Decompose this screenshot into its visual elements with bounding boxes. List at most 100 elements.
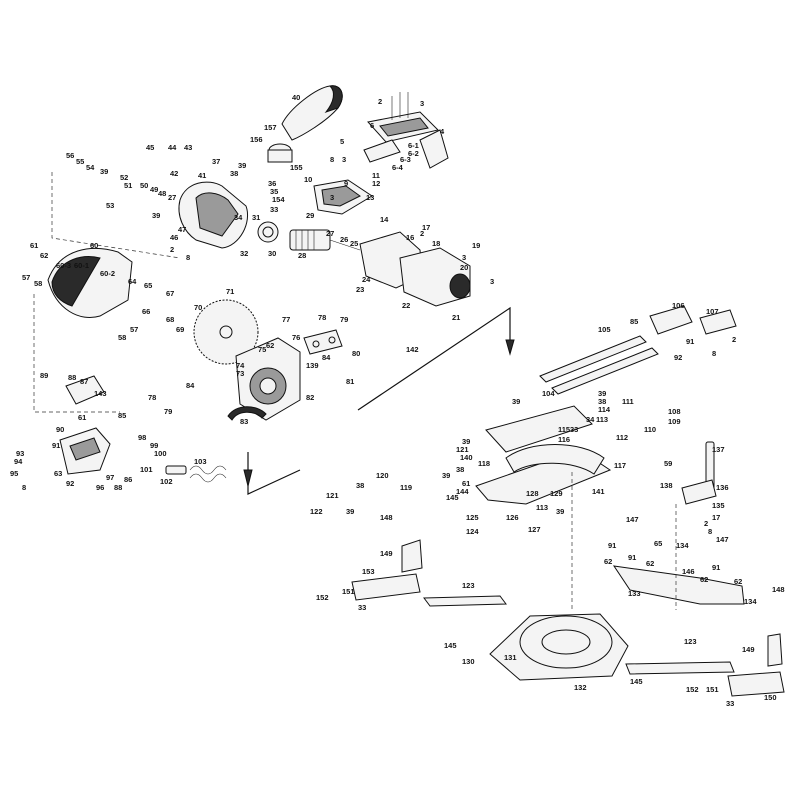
callout-c133: 133 bbox=[628, 589, 641, 598]
callout-c79b: 79 bbox=[164, 407, 172, 416]
flow-arrow-down-left bbox=[243, 452, 301, 495]
callout-c126: 126 bbox=[506, 513, 519, 522]
callout-c50: 50 bbox=[140, 181, 148, 190]
callout-c145b: 145 bbox=[444, 641, 457, 650]
saw-blade bbox=[193, 299, 259, 365]
callout-c60_3: 60-3 bbox=[56, 261, 71, 270]
callout-c61a: 61 bbox=[30, 241, 38, 250]
callout-c134a: 134 bbox=[676, 541, 689, 550]
callout-c39h: 39 bbox=[556, 507, 564, 516]
callout-c45: 45 bbox=[146, 143, 154, 152]
callout-c67: 67 bbox=[166, 289, 174, 298]
base-extension-left bbox=[351, 573, 507, 607]
callout-c87: 87 bbox=[80, 377, 88, 386]
callout-c147b: 147 bbox=[716, 535, 729, 544]
clamp-post bbox=[681, 441, 717, 505]
callout-c58b: 58 bbox=[118, 333, 126, 342]
callout-c24: 24 bbox=[362, 275, 371, 284]
slide-rails bbox=[539, 335, 659, 395]
callout-c88: 88 bbox=[68, 373, 76, 382]
callout-c62a: 62 bbox=[40, 251, 48, 260]
bevel-arm bbox=[485, 405, 593, 453]
callout-c3a: 3 bbox=[420, 99, 424, 108]
callout-c86: 86 bbox=[124, 475, 132, 484]
callout-c64: 64 bbox=[128, 277, 137, 286]
callout-c92: 92 bbox=[66, 479, 74, 488]
callout-c106: 106 bbox=[672, 301, 685, 310]
rail-bracket-front bbox=[649, 305, 737, 335]
callout-c65: 65 bbox=[144, 281, 152, 290]
callout-c49: 49 bbox=[150, 185, 158, 194]
callout-c69: 69 bbox=[176, 325, 184, 334]
callout-c76: 76 bbox=[292, 333, 300, 342]
callout-c105: 105 bbox=[598, 325, 611, 334]
callout-c27a: 27 bbox=[168, 193, 176, 202]
callout-c78: 78 bbox=[318, 313, 326, 322]
callout-c94: 94 bbox=[14, 457, 23, 466]
callout-c8c: 8 bbox=[22, 483, 26, 492]
callout-c11: 11 bbox=[372, 171, 380, 180]
callout-c39e: 39 bbox=[598, 389, 606, 398]
callout-c5: 5 bbox=[340, 137, 344, 146]
callout-c6: 6 bbox=[370, 121, 374, 130]
callout-c125: 125 bbox=[466, 513, 479, 522]
torsion-spring bbox=[189, 465, 227, 483]
guide-line-1 bbox=[51, 172, 181, 259]
callout-c41: 41 bbox=[198, 171, 206, 180]
callout-c150: 150 bbox=[764, 693, 777, 702]
callout-c46: 46 bbox=[170, 233, 178, 242]
callout-c73: 73 bbox=[236, 369, 244, 378]
base-extension-right bbox=[625, 661, 785, 697]
callout-c2d: 2 bbox=[732, 335, 736, 344]
callout-c12: 12 bbox=[372, 179, 380, 188]
callout-c3b: 3 bbox=[342, 155, 346, 164]
callout-c57a: 57 bbox=[22, 273, 30, 282]
rear-fence bbox=[612, 565, 745, 605]
callout-c117: 117 bbox=[614, 461, 626, 470]
callout-c62f: 62 bbox=[734, 577, 742, 586]
callout-c112: 112 bbox=[616, 433, 628, 442]
callout-c127: 127 bbox=[528, 525, 541, 534]
work-stop-right bbox=[767, 633, 783, 667]
callout-c40: 40 bbox=[292, 93, 300, 102]
callout-c19: 19 bbox=[472, 241, 480, 250]
callout-c44: 44 bbox=[168, 143, 177, 152]
callout-c96: 96 bbox=[96, 483, 104, 492]
callout-c78b: 78 bbox=[148, 393, 156, 402]
lock-bracket bbox=[65, 375, 105, 405]
callout-c104: 104 bbox=[542, 389, 555, 398]
callout-c83: 83 bbox=[240, 417, 248, 426]
callout-c109: 109 bbox=[668, 417, 681, 426]
callout-c102: 102 bbox=[160, 477, 173, 486]
callout-c6_1: 6-1 bbox=[408, 141, 419, 150]
callout-c3c: 3 bbox=[330, 193, 334, 202]
callout-c152a: 152 bbox=[316, 593, 329, 602]
callout-c39c: 39 bbox=[152, 211, 160, 220]
callout-c6_3: 6-3 bbox=[400, 155, 411, 164]
handle-bracket bbox=[313, 179, 373, 215]
callout-c153: 153 bbox=[362, 567, 375, 576]
callout-c48: 48 bbox=[158, 189, 166, 198]
callout-c6_2: 6-2 bbox=[408, 149, 419, 158]
callout-c59: 59 bbox=[664, 459, 672, 468]
callout-c2b: 2 bbox=[170, 245, 174, 254]
pivot-block bbox=[59, 427, 111, 475]
callout-c148b: 148 bbox=[772, 585, 785, 594]
flow-arrow-down-right bbox=[357, 306, 515, 411]
callout-c38b: 38 bbox=[598, 397, 606, 406]
callout-c143: 143 bbox=[94, 389, 107, 398]
callout-c26: 26 bbox=[340, 235, 348, 244]
callout-c156: 156 bbox=[250, 135, 263, 144]
callout-c137: 137 bbox=[712, 445, 725, 454]
callout-c33c: 33 bbox=[358, 603, 366, 612]
callout-c71: 71 bbox=[226, 287, 234, 296]
callout-c131: 131 bbox=[504, 653, 517, 662]
callout-c8d: 8 bbox=[712, 349, 716, 358]
callout-c62b: 62 bbox=[266, 341, 274, 350]
callout-c16: 16 bbox=[406, 233, 414, 242]
callout-c60: 60 bbox=[90, 241, 98, 250]
callout-c147a: 147 bbox=[626, 515, 639, 524]
callout-c103: 103 bbox=[194, 457, 207, 466]
callout-c149a: 149 bbox=[380, 549, 393, 558]
callout-c107: 107 bbox=[706, 307, 719, 316]
